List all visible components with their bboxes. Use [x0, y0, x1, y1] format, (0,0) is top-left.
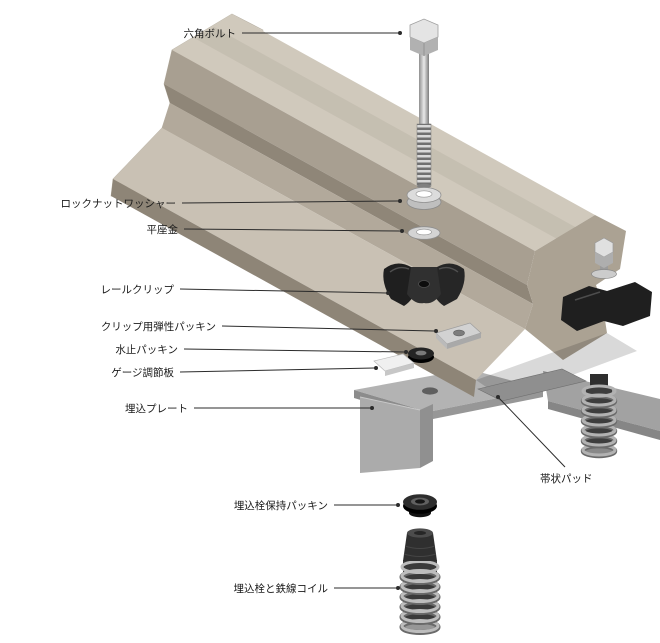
rail-body: [110, 13, 626, 397]
label-flat-washer: 平座金: [147, 223, 179, 236]
label-clip-elastic-packing: クリップ用弾性パッキン: [101, 320, 216, 333]
gauge-adjust-plate-part: [373, 353, 415, 376]
leader-band-pad: [497, 396, 566, 468]
plate-leg: [360, 397, 420, 473]
plate-hole: [422, 387, 438, 395]
label-water-stop-packing: 水止パッキン: [115, 344, 178, 356]
plug-retaining-packing-part: [403, 494, 437, 518]
installed-coil-spring: [580, 384, 618, 459]
label-rail-clip: レールクリップ: [101, 284, 175, 296]
leader-water-stop-packing: [183, 348, 405, 353]
rail-fillet-shadow: [164, 84, 533, 304]
label-lock-nut-washer: ロックナットワッシャー: [61, 198, 177, 210]
coil-turns: [399, 560, 441, 635]
lock-nut-washer-part: [406, 187, 442, 210]
installed-assembly: [561, 237, 652, 459]
rail-foot-top-face: [113, 128, 525, 380]
leader-clip-elastic-packing: [221, 325, 435, 332]
label-band-pad: 帯状パッド: [540, 472, 593, 485]
label-plug-wire-coil: 埋込栓と鉄線コイル: [234, 582, 329, 595]
rail-head-side-face: [164, 50, 535, 285]
installed-washer: [591, 269, 617, 279]
rail-foot-front-face: [111, 179, 476, 397]
plug-wire-coil-part: [399, 528, 441, 635]
installed-rail-clip: [561, 282, 652, 331]
label-embedded-plate: 埋込プレート: [125, 403, 188, 415]
leader-rail-clip: [179, 288, 387, 294]
label-plug-retaining-packing: 埋込栓保持パッキン: [234, 499, 328, 512]
hex-bolt-part: [409, 18, 439, 189]
label-gauge-adjust-plate: ゲージ調節板: [111, 366, 174, 379]
leader-lines: [179, 31, 566, 590]
flat-washer-part: [407, 226, 441, 240]
leader-lock-nut-washer: [181, 200, 399, 204]
band-pad-part: [477, 368, 587, 402]
leader-flat-washer: [183, 228, 401, 232]
clip-elastic-packing-part: [435, 322, 482, 349]
rail-clip-part: [383, 263, 465, 306]
water-stop-packing-part: [408, 347, 434, 363]
leader-gauge-adjust-plate: [179, 367, 375, 373]
label-hex-bolt: 六角ボルト: [184, 28, 237, 40]
labels: 六角ボルト ロックナットワッシャー 平座金 レールクリップ クリップ用弾性パッキ…: [61, 28, 593, 595]
